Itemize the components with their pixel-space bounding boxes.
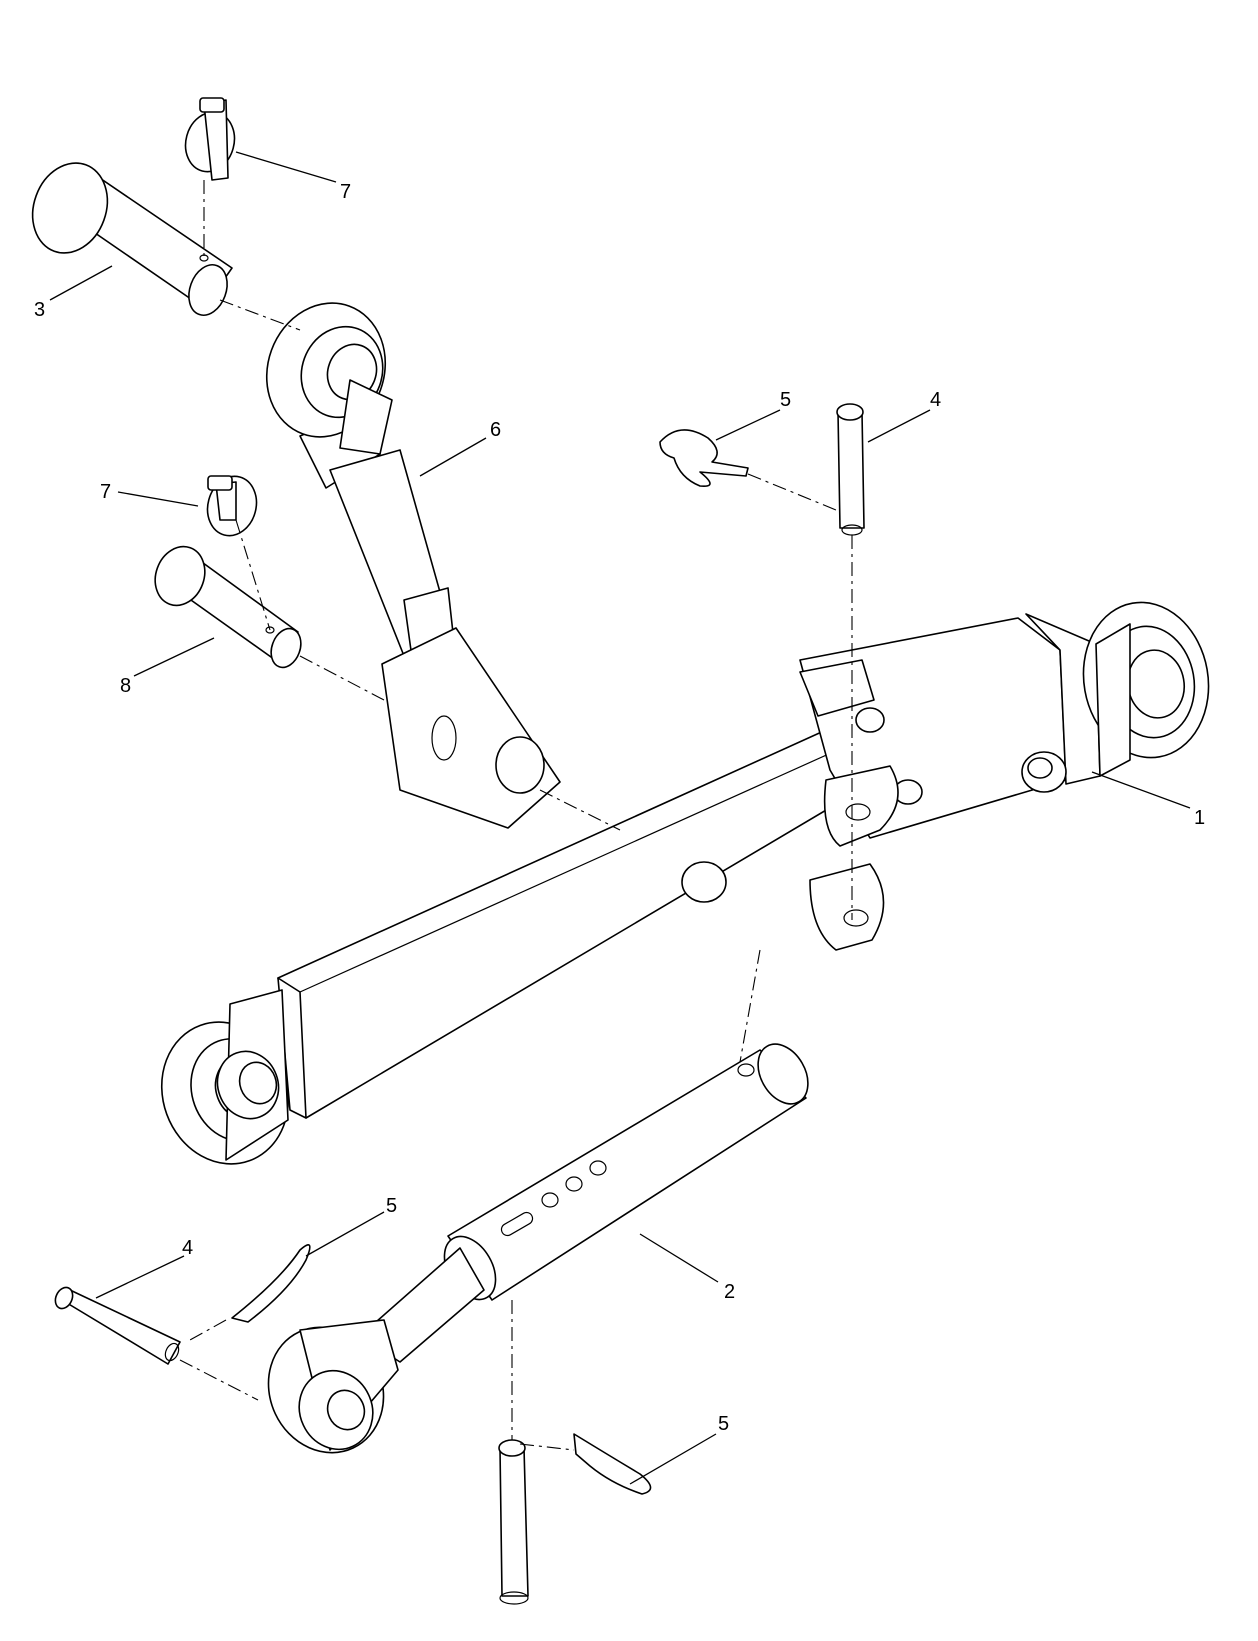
callout-5-bottom: 5 [718, 1413, 729, 1435]
lynch-pin-lower [206, 475, 258, 537]
callout-7-lower: 7 [100, 481, 111, 503]
pin-3 [31, 162, 233, 316]
hair-pin-bottom [573, 1433, 652, 1495]
assembly-lines [179, 180, 853, 1451]
callout-1: 1 [1194, 807, 1205, 829]
callout-3: 3 [34, 299, 45, 321]
callouts: 7 3 6 7 8 5 4 1 4 5 2 5 [34, 181, 1205, 1435]
pin-4-bottom [498, 1439, 529, 1605]
lynch-pin-upper [184, 97, 236, 181]
callout-4-upper: 4 [930, 389, 941, 411]
hair-pin-upper [659, 429, 749, 488]
callout-4-lower: 4 [182, 1237, 193, 1259]
leader-lines [49, 151, 1191, 1485]
hair-pin-lower [231, 1244, 311, 1323]
top-link [265, 302, 561, 829]
callout-5-upper: 5 [780, 389, 791, 411]
lower-link-arm [160, 601, 1210, 1165]
pin-4-lower [54, 1286, 181, 1365]
stabilizer-tube [267, 1043, 809, 1454]
callout-5-lower: 5 [386, 1195, 397, 1217]
callout-7-upper: 7 [340, 181, 351, 203]
callout-8: 8 [120, 675, 131, 697]
callout-6: 6 [490, 419, 501, 441]
callout-2: 2 [724, 1281, 735, 1303]
pin-8 [154, 545, 302, 669]
pin-4-upper [836, 403, 865, 536]
